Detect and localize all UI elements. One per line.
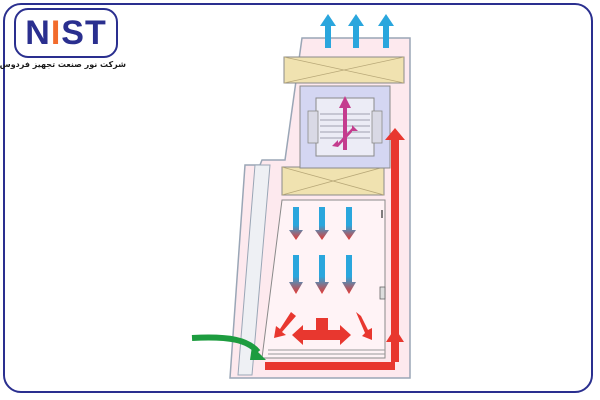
down-arrow-icon	[289, 207, 303, 240]
down-arrow-icon	[289, 255, 303, 294]
curved-arrow-icon	[191, 334, 261, 355]
down-arrow-icon	[342, 207, 356, 240]
work-surface-arrows	[274, 312, 372, 345]
down-arrow-icon	[315, 255, 329, 294]
logo	[14, 8, 118, 58]
return-airflow	[265, 128, 405, 370]
front-grille	[268, 349, 385, 355]
downflow-arrows	[289, 207, 356, 294]
exhaust-arrows	[320, 14, 394, 48]
up-arrow-icon	[378, 14, 394, 48]
up-arrow-icon	[320, 14, 336, 48]
down-arrow-icon	[342, 255, 356, 294]
cabinet-front-panel	[237, 164, 271, 376]
up-arrow-icon	[348, 14, 364, 48]
internal-airflow-arrows	[332, 96, 358, 150]
up-arrow-icon	[386, 328, 404, 362]
down-arrow-icon	[315, 207, 329, 240]
company-name: شرکت نور صنعت تجهیز فردوس	[0, 60, 126, 69]
